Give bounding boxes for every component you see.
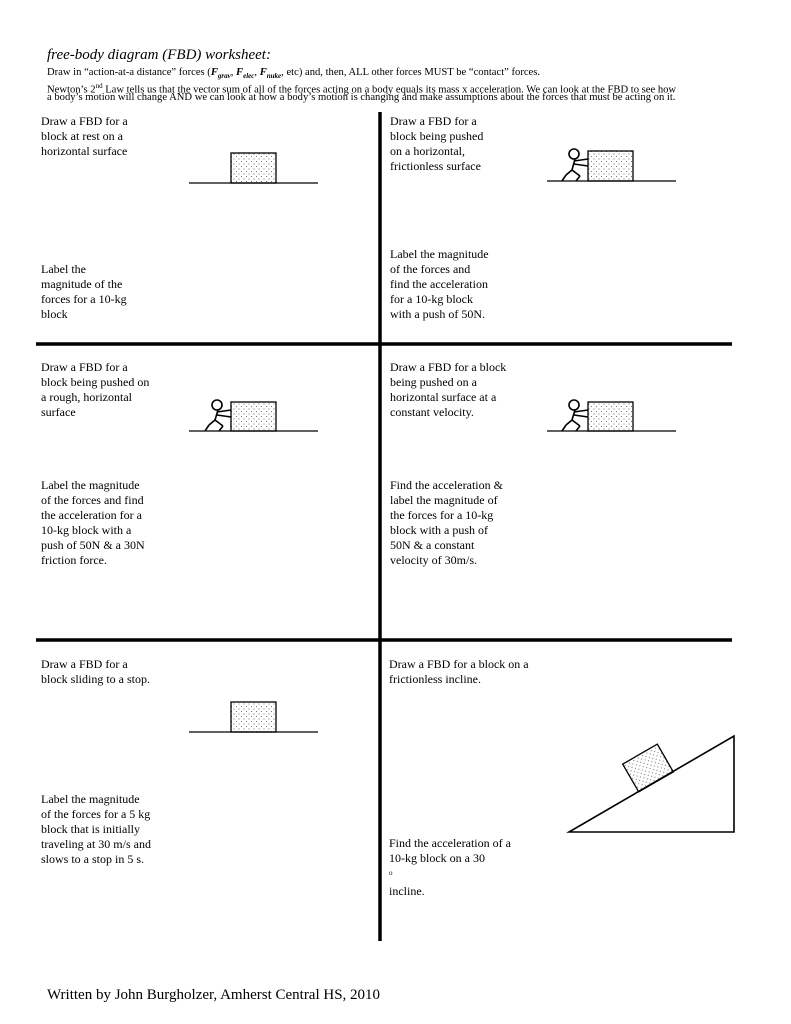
sliding-block-figure [189, 701, 318, 733]
problem-6-label: Find the acceleration of a 10-kg block o… [389, 836, 511, 898]
instruction-line-1: Draw in “action-at-a distance” forces (F… [47, 67, 541, 81]
pushed-block-figure-2 [189, 399, 318, 432]
instruction-line-3: a body’s motion will change AND we can l… [47, 92, 676, 103]
block-at-rest-figure [189, 152, 318, 184]
incline-figure [566, 734, 735, 833]
incline-block [621, 743, 675, 793]
stick-person-icon [561, 399, 589, 432]
pushed-block-figure-3 [547, 399, 676, 432]
f-nuke: Fnuke [259, 67, 282, 81]
f-grav: Fgrav [210, 67, 231, 81]
worksheet-title: free-body diagram (FBD) worksheet: [47, 47, 271, 63]
problem-4-label: Find the acceleration &label the magnitu… [390, 478, 503, 567]
pushed-block-figure-1 [547, 148, 676, 182]
stick-person-icon [204, 399, 232, 432]
instruction-line-2: Newton’s 2nd Law tells us that the vecto… [47, 82, 677, 96]
author-credit: Written by John Burgholzer, Amherst Cent… [47, 987, 381, 1003]
f-elec: Felec [236, 67, 255, 81]
stick-person-icon [561, 148, 589, 182]
